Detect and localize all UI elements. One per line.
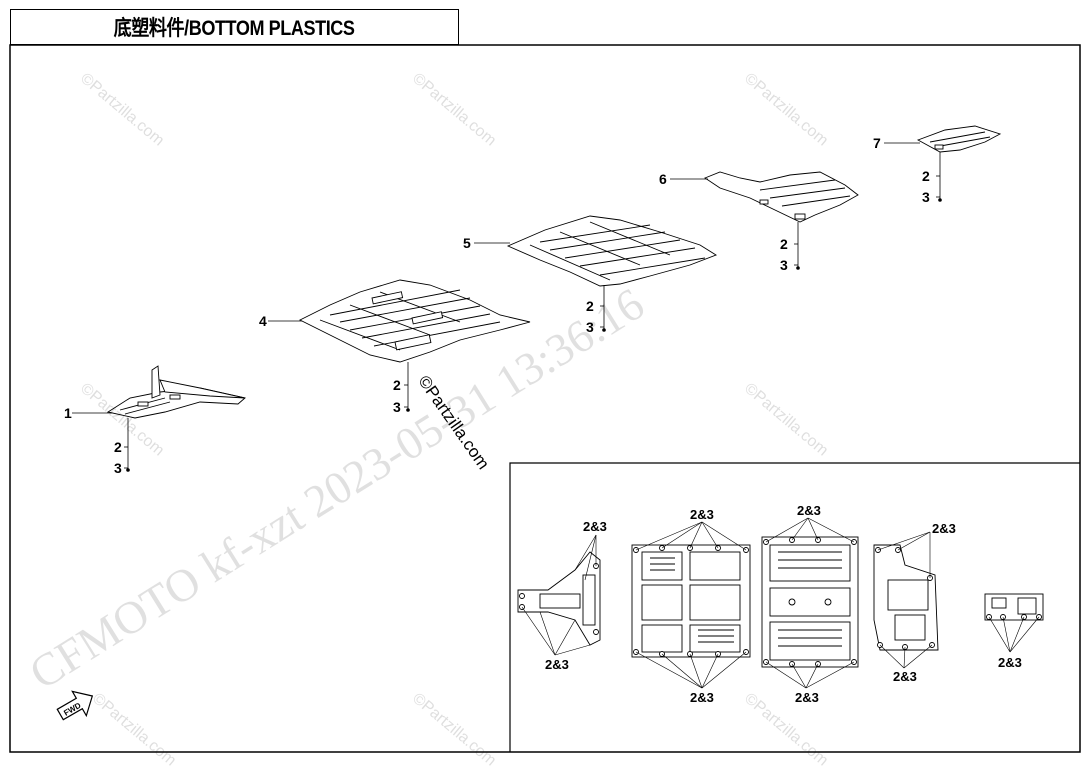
callout-2-e: 2 bbox=[922, 168, 930, 184]
callout-3-d: 3 bbox=[780, 257, 788, 273]
fastener-label-b-top: 2&3 bbox=[690, 507, 714, 522]
callout-3-e: 3 bbox=[922, 189, 930, 205]
fastener-label-e: 2&3 bbox=[998, 655, 1022, 670]
callout-5: 5 bbox=[463, 235, 471, 251]
part-1-front-plate[interactable] bbox=[106, 365, 246, 419]
outer-frame bbox=[9, 44, 1081, 753]
page-title: 底塑料件/BOTTOM PLASTICS bbox=[114, 17, 355, 40]
leader-lines-d bbox=[877, 531, 933, 669]
callout-3-b: 3 bbox=[393, 399, 401, 415]
callout-7: 7 bbox=[873, 135, 881, 151]
callout-2-b: 2 bbox=[393, 377, 401, 393]
fastener-label-a-bottom: 2&3 bbox=[545, 657, 569, 672]
inset-view-rear-middle-plate[interactable] bbox=[761, 536, 859, 668]
part-6-rear-plate[interactable] bbox=[704, 171, 859, 223]
inset-view-front-plate[interactable] bbox=[517, 551, 601, 646]
callout-2-a: 2 bbox=[114, 439, 122, 455]
leader-lines-a bbox=[521, 534, 597, 656]
leader-lines-c bbox=[765, 517, 855, 689]
fwd-arrow-icon: FWD bbox=[56, 690, 94, 721]
callout-6: 6 bbox=[659, 171, 667, 187]
callout-1: 1 bbox=[64, 405, 72, 421]
inset-view-rear-plate[interactable] bbox=[873, 544, 939, 651]
inset-view-middle-plate[interactable] bbox=[631, 544, 751, 658]
part-7-rear-end-plate[interactable] bbox=[916, 125, 1002, 153]
leader-lines-e bbox=[988, 616, 1040, 653]
inset-view-rear-end-plate[interactable] bbox=[984, 593, 1044, 621]
callout-2-c: 2 bbox=[586, 298, 594, 314]
fastener-label-c-top: 2&3 bbox=[797, 503, 821, 518]
callout-4: 4 bbox=[259, 313, 267, 329]
callout-2-d: 2 bbox=[780, 236, 788, 252]
callout-3-c: 3 bbox=[586, 319, 594, 335]
part-5-rear-middle-plate[interactable] bbox=[506, 215, 718, 287]
callout-3-a: 3 bbox=[114, 460, 122, 476]
leader-lines-b bbox=[635, 521, 747, 689]
part-4-middle-plate[interactable] bbox=[298, 279, 531, 363]
fastener-label-d-top: 2&3 bbox=[932, 521, 956, 536]
fastener-label-b-bottom: 2&3 bbox=[690, 690, 714, 705]
title-box: 底塑料件/BOTTOM PLASTICS bbox=[10, 9, 459, 45]
fastener-label-c-bottom: 2&3 bbox=[795, 690, 819, 705]
fastener-label-d-bottom: 2&3 bbox=[893, 669, 917, 684]
fastener-label-a-top: 2&3 bbox=[583, 519, 607, 534]
inset-frame bbox=[509, 462, 1080, 752]
